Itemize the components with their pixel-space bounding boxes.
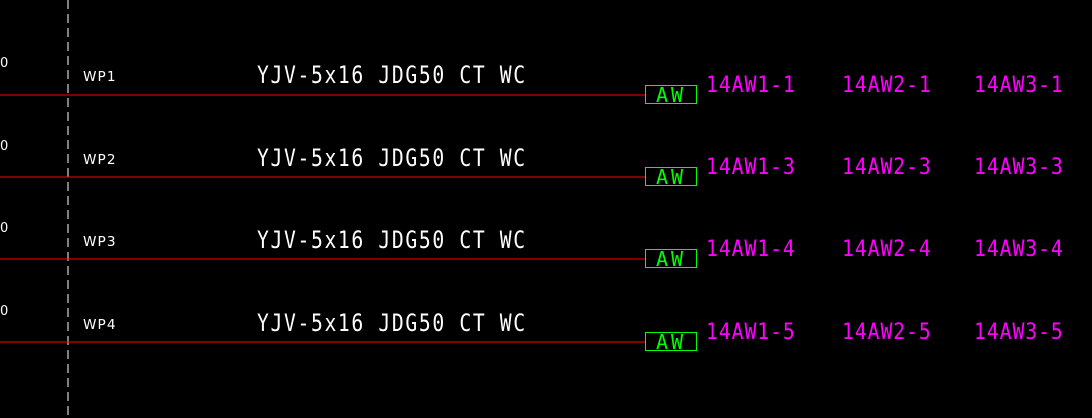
target-label-2-1: 14AW1-3: [706, 155, 796, 180]
aw-box-4: AW: [645, 332, 697, 351]
cable-spec-1: YJV-5x16 JDG50 CT WC: [257, 61, 527, 89]
circuit-id-1: WP1: [83, 70, 117, 85]
edge-mark-1: 0: [0, 56, 9, 71]
target-label-2-3: 14AW3-3: [974, 155, 1064, 180]
target-label-2-2: 14AW2-3: [842, 155, 932, 180]
target-label-3-1: 14AW1-4: [706, 237, 796, 262]
aw-box-2: AW: [645, 167, 697, 186]
target-label-4-3: 14AW3-5: [974, 320, 1064, 345]
target-label-1-2: 14AW2-1: [842, 73, 932, 98]
target-label-1-3: 14AW3-1: [974, 73, 1064, 98]
target-label-4-1: 14AW1-5: [706, 320, 796, 345]
edge-mark-4: 0: [0, 304, 9, 319]
edge-mark-2: 0: [0, 139, 9, 154]
cable-spec-3: YJV-5x16 JDG50 CT WC: [257, 226, 527, 254]
edge-mark-3: 0: [0, 221, 9, 236]
target-label-1-1: 14AW1-1: [706, 73, 796, 98]
aw-box-1: AW: [645, 85, 697, 104]
circuit-id-4: WP4: [83, 318, 117, 333]
aw-box-3: AW: [645, 249, 697, 268]
target-label-3-2: 14AW2-4: [842, 237, 932, 262]
target-label-3-3: 14AW3-4: [974, 237, 1064, 262]
cable-spec-2: YJV-5x16 JDG50 CT WC: [257, 144, 527, 172]
circuit-id-2: WP2: [83, 153, 117, 168]
cable-spec-4: YJV-5x16 JDG50 CT WC: [257, 309, 527, 337]
target-label-4-2: 14AW2-5: [842, 320, 932, 345]
circuit-id-3: WP3: [83, 235, 117, 250]
